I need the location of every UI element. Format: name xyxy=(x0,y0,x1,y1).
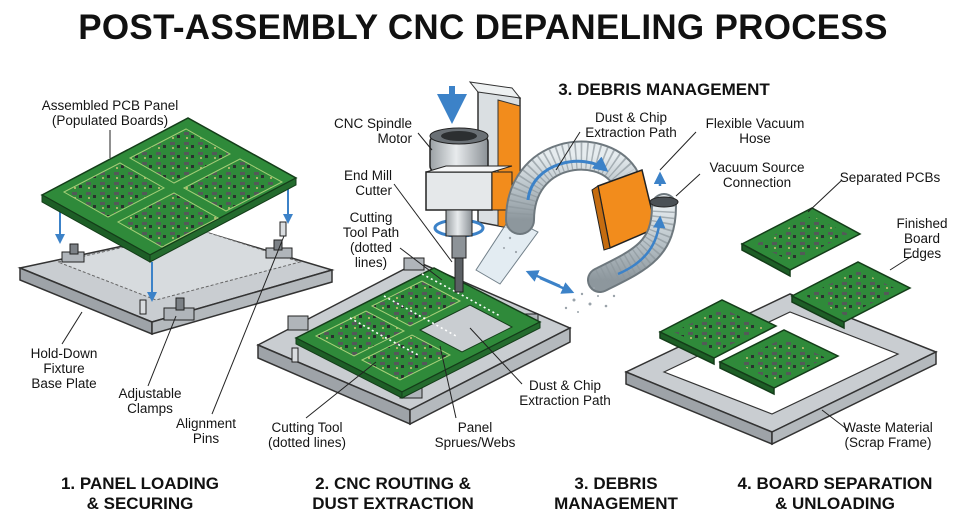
step-caption-4: 4. BOARD SEPARATION & UNLOADING xyxy=(737,474,933,513)
label-waste: Waste Material (Scrap Frame) xyxy=(843,420,933,450)
label-dust-bottom: Dust & Chip Extraction Path xyxy=(519,378,611,408)
label-assembled-panel: Assembled PCB Panel (Populated Boards) xyxy=(41,98,179,128)
step-caption-3: 3. DEBRIS MANAGEMENT xyxy=(554,474,678,513)
step-caption-2: 2. CNC ROUTING & DUST EXTRACTION xyxy=(312,474,474,513)
page-title: POST-ASSEMBLY CNC DEPANELING PROCESS xyxy=(78,8,888,47)
step-caption-1: 1. PANEL LOADING & SECURING xyxy=(60,474,220,513)
label-tool-path: Cutting Tool Path (dotted lines) xyxy=(342,210,400,270)
section-header-debris: 3. DEBRIS MANAGEMENT xyxy=(558,80,770,99)
step1-illustration xyxy=(17,117,335,336)
label-base-plate: Hold-Down Fixture Base Plate xyxy=(30,346,98,391)
label-dust-top: Dust & Chip Extraction Path xyxy=(585,110,677,140)
label-pins: Alignment Pins xyxy=(175,416,237,446)
label-vac-source: Vacuum Source Connection xyxy=(709,160,805,190)
label-end-mill: End Mill Cutter xyxy=(343,168,392,198)
label-sprues: Panel Sprues/Webs xyxy=(434,420,516,450)
leader-lines xyxy=(61,130,913,431)
step4-illustration xyxy=(624,207,938,446)
label-spindle: CNC Spindle Motor xyxy=(333,116,412,146)
clamp-front xyxy=(163,297,195,321)
clamp-left xyxy=(61,243,85,263)
label-vac-hose: Flexible Vacuum Hose xyxy=(705,116,805,146)
label-separated: Separated PCBs xyxy=(839,170,941,185)
bidirectional-arrow-icon xyxy=(525,270,575,294)
step2-illustration xyxy=(256,81,575,426)
label-cutting-tool: Cutting Tool (dotted lines) xyxy=(267,420,347,450)
label-finished-edges: Finished Board Edges xyxy=(896,216,948,261)
airflow-arrow-icon xyxy=(617,171,667,276)
label-clamps: Adjustable Clamps xyxy=(118,386,182,416)
